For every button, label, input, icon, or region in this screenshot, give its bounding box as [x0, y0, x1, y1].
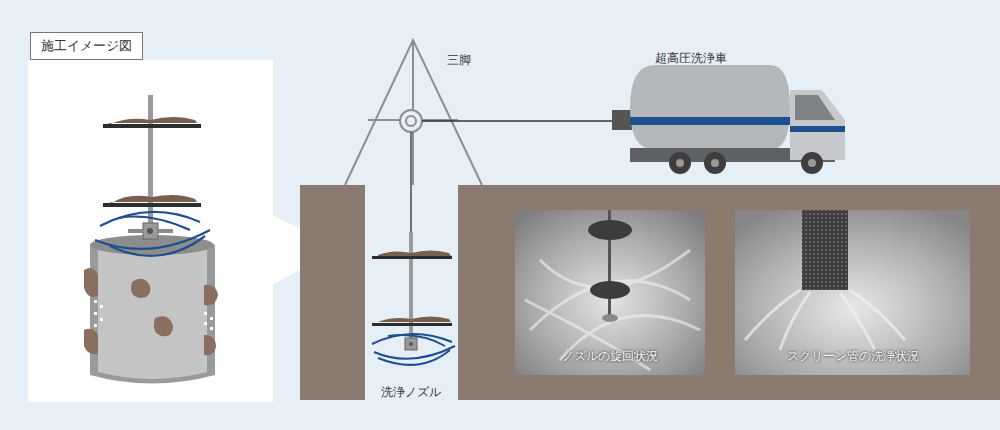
- photo-screen: [735, 210, 970, 375]
- hose-line: [422, 120, 612, 121]
- hose-line: [410, 132, 411, 232]
- nozzle-label: 洗浄ノズル: [381, 384, 441, 401]
- truck-label: 超高圧洗浄車: [655, 50, 727, 67]
- screen-cylinder: [84, 235, 218, 384]
- tripod-label: 三脚: [447, 52, 471, 69]
- ground: [300, 185, 1000, 400]
- truck: [612, 65, 845, 174]
- pulley-hub: [406, 116, 416, 126]
- nozzle-assembly: [372, 232, 455, 365]
- photo-nozzle: [515, 210, 705, 375]
- photo-caption: ノズルの旋回状況: [562, 348, 658, 365]
- photo-caption-box: ノズルの旋回状況: [515, 210, 705, 375]
- photo-caption: スクリーン管の洗浄状況: [787, 348, 919, 365]
- panel-title: 施工イメージ図: [41, 37, 132, 55]
- inset-panel: [28, 60, 273, 402]
- title-box: 施工イメージ図: [30, 32, 143, 60]
- nozzle-assembly-large: [95, 95, 210, 256]
- photo-caption-box: スクリーン管の洗浄状況: [735, 210, 970, 375]
- pulley: [400, 110, 422, 132]
- tripod: [345, 40, 482, 185]
